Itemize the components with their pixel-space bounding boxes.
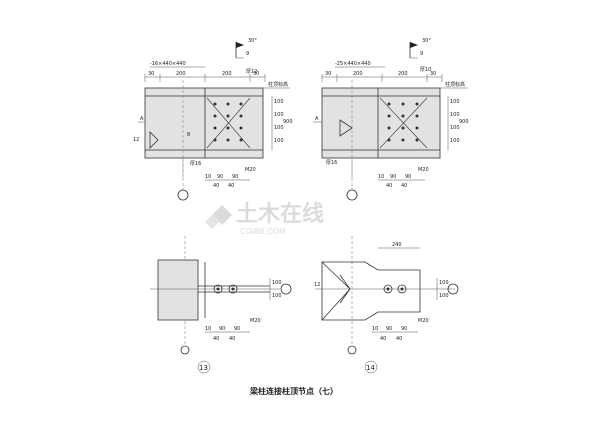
weld-flag-icon	[409, 42, 418, 59]
dim-bottom2-1: 40	[380, 336, 386, 342]
dim-top-4: 30	[430, 71, 436, 77]
dim-right-1: 100	[439, 280, 449, 286]
dim-right-4: 100	[450, 138, 460, 144]
dim-bottom-2: 90	[390, 174, 396, 180]
detail-top-right: -25×440×440 30° 9 厚10 30 200 200 30	[313, 38, 469, 201]
dim-bottom2-2: 40	[401, 183, 407, 189]
weld-flag-icon	[235, 42, 244, 59]
detail-bottom-left: 100 100 M20 10 90 90 40 40 13	[150, 236, 292, 374]
dim-top-1: 30	[148, 71, 154, 77]
weld-thickness-label: 厚10	[420, 67, 431, 73]
weld-left-label: 12	[133, 137, 139, 143]
detail-number: 13	[199, 364, 208, 372]
dim-right-4: 100	[274, 138, 284, 144]
elevation-tag: 柱顶标高	[445, 81, 465, 88]
stiffener-label: 厚16	[326, 160, 337, 166]
dim-right-1: 100	[272, 280, 282, 286]
weld-left-label: 12	[314, 282, 320, 288]
dim-right-2: 100	[450, 112, 460, 118]
dim-right-1: 100	[450, 99, 460, 105]
dim-bottom-2: 90	[217, 174, 223, 180]
angle-sub-label: 9	[420, 51, 423, 57]
plate-label: -25×440×440	[335, 61, 371, 67]
dim-bottom-3: 90	[232, 174, 238, 180]
dim-bottom-1: 10	[378, 174, 384, 180]
watermark-logo-icon	[205, 205, 232, 229]
axis-bubble-icon	[280, 283, 292, 295]
bolt-size-label: M20	[245, 167, 256, 173]
weld-thickness-label: 厚12	[246, 69, 257, 75]
elevation-tag: 柱顶标高	[268, 81, 288, 88]
dim-top-4: 30	[253, 71, 259, 77]
dim-right-3: 100	[450, 125, 460, 131]
dim-bottom2-1: 40	[213, 336, 219, 342]
dim-bottom2-2: 40	[228, 183, 234, 189]
dim-bottom-2: 90	[386, 326, 392, 332]
section-a-label: A	[315, 116, 319, 122]
axis-bubble-icon	[346, 189, 358, 201]
dim-right-1: 100	[274, 99, 284, 105]
dim-top-2: 200	[353, 71, 363, 77]
section-a-label: A	[140, 116, 144, 122]
dim-right-2: 100	[439, 293, 449, 299]
dim-top-3: 200	[398, 71, 408, 77]
dim-bottom2-1: 40	[213, 183, 219, 189]
detail-bottom-right: 240 12 100 100 M20 10 90 90 40 40 14	[314, 236, 459, 374]
angle-sub-label: 9	[246, 51, 249, 57]
bolt-size-label: M20	[250, 318, 261, 324]
stiffener-label: 厚16	[190, 161, 201, 167]
axis-bubble-icon	[447, 283, 459, 295]
angle-label: 30°	[422, 38, 431, 44]
dim-right-total: 900	[283, 119, 293, 125]
detail-number: 14	[366, 364, 375, 372]
dim-bottom-1: 10	[205, 174, 211, 180]
axis-bubble-icon	[177, 189, 189, 201]
watermark-cn: 土木在线	[236, 201, 324, 227]
dim-top: 240	[392, 242, 402, 248]
dim-right-total: 900	[459, 119, 469, 125]
dim-bottom2-2: 40	[229, 336, 235, 342]
dim-right-3: 100	[274, 125, 284, 131]
dim-bottom-3: 90	[405, 174, 411, 180]
dim-bottom-3: 90	[401, 326, 407, 332]
bolt-group	[213, 284, 238, 294]
drawing-caption: 梁柱连接柱顶节点（七）	[249, 386, 338, 396]
bolt-size-label: M20	[418, 167, 429, 173]
dim-bottom-2: 90	[219, 326, 225, 332]
bolt-group	[383, 284, 407, 294]
dim-top-3: 200	[222, 71, 232, 77]
bolt-size-label: M20	[418, 318, 429, 324]
angle-label: 30°	[248, 38, 257, 44]
dim-top-2: 200	[176, 71, 186, 77]
dim-bottom-1: 10	[205, 326, 211, 332]
plate-label: -16×440×440	[150, 61, 186, 67]
dim-bottom-3: 90	[234, 326, 240, 332]
bolt-group	[206, 97, 251, 149]
watermark-en: COI88.COM	[240, 227, 286, 236]
detail-top-left: -16×440×440 30° 9 厚12 30 200 200 30	[133, 38, 293, 201]
detail-number-circle	[364, 360, 378, 374]
detail-number-circle	[197, 360, 211, 374]
weld-mid-label: 8	[187, 132, 190, 138]
dim-right-2: 100	[272, 293, 282, 299]
dim-bottom-1: 10	[372, 326, 378, 332]
dim-right-2: 100	[274, 112, 284, 118]
dim-bottom2-1: 40	[386, 183, 392, 189]
dim-top-1: 30	[325, 71, 331, 77]
watermark: 土木在线 COI88.COM	[205, 201, 324, 236]
dim-bottom2-2: 40	[396, 336, 402, 342]
bolt-group	[379, 97, 428, 149]
